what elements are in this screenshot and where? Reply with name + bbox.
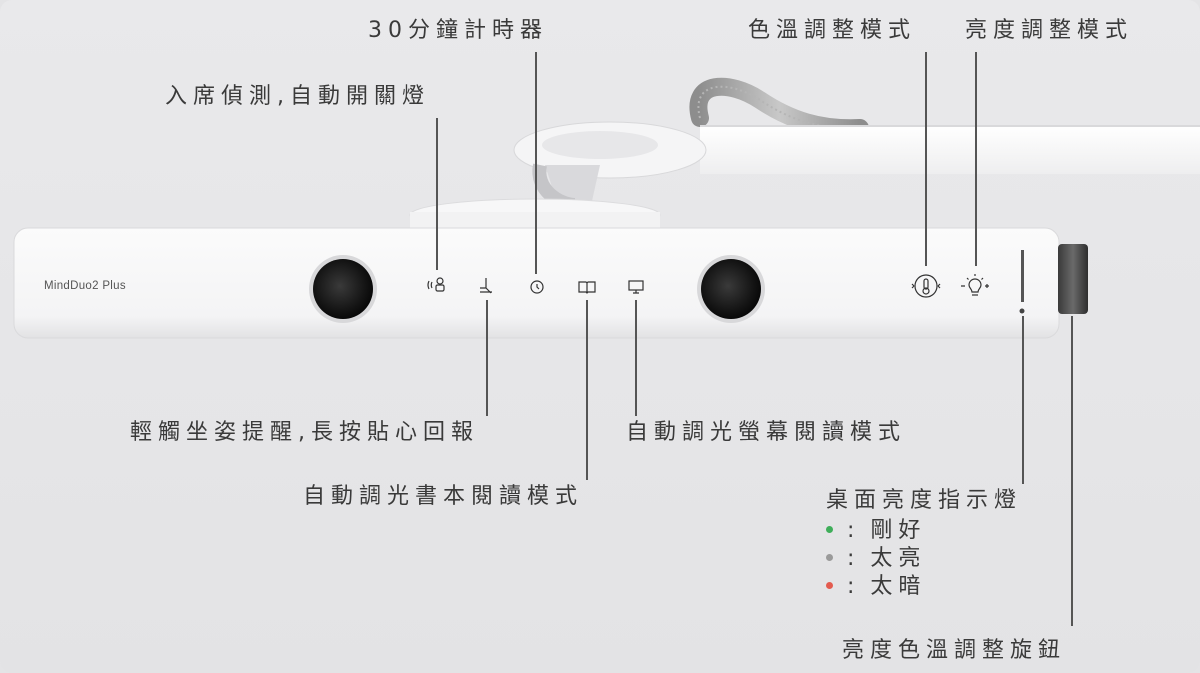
- label-knob: 亮度色溫調整旋鈕: [842, 638, 1067, 663]
- leader-presence: [436, 118, 438, 270]
- label-posture: 輕觸坐姿提醒,長按貼心回報: [130, 420, 479, 445]
- leader-knob: [1071, 316, 1073, 626]
- model-name: MindDuo2 Plus: [44, 280, 126, 292]
- bulb-icon: [961, 274, 989, 296]
- legend-separator: :: [847, 546, 861, 571]
- label-timer: 30分鐘計時器: [368, 18, 548, 43]
- leader-indicator: [1022, 316, 1024, 484]
- legend-text: 太亮: [870, 546, 927, 571]
- green-dot-icon: [826, 525, 833, 533]
- label-screen-mode: 自動調光螢幕閱讀模式: [626, 420, 907, 445]
- label-book-mode: 自動調光書本閱讀模式: [303, 484, 584, 509]
- legend-separator: :: [847, 574, 861, 599]
- leader-book-mode: [586, 300, 588, 480]
- label-presence: 入席偵測,自動開關燈: [165, 84, 430, 109]
- label-brightness: 亮度調整模式: [965, 18, 1134, 43]
- timer-icon: [530, 280, 544, 294]
- legend-text: 太暗: [870, 574, 927, 599]
- red-dot-icon: [826, 581, 833, 589]
- thermometer-icon: [911, 274, 941, 298]
- leader-color-temp: [925, 52, 927, 266]
- gray-dot-icon: [826, 553, 833, 561]
- legend-row-too-dim: : 太暗: [826, 576, 926, 598]
- leader-brightness: [975, 52, 977, 266]
- label-color-temp: 色溫調整模式: [748, 18, 917, 43]
- leader-screen-mode: [635, 300, 637, 416]
- book-icon: [578, 281, 596, 294]
- leader-timer: [535, 52, 537, 274]
- label-indicator-title: 桌面亮度指示燈: [826, 488, 1023, 513]
- leader-posture: [486, 300, 488, 416]
- legend-text: 剛好: [870, 518, 927, 543]
- posture-icon: [480, 278, 492, 294]
- monitor-icon: [628, 280, 644, 294]
- legend-separator: :: [847, 518, 861, 543]
- legend-row-too-bright: : 太亮: [826, 548, 926, 570]
- presence-sensor-icon: [427, 277, 445, 292]
- legend-row-good: : 剛好: [826, 520, 926, 542]
